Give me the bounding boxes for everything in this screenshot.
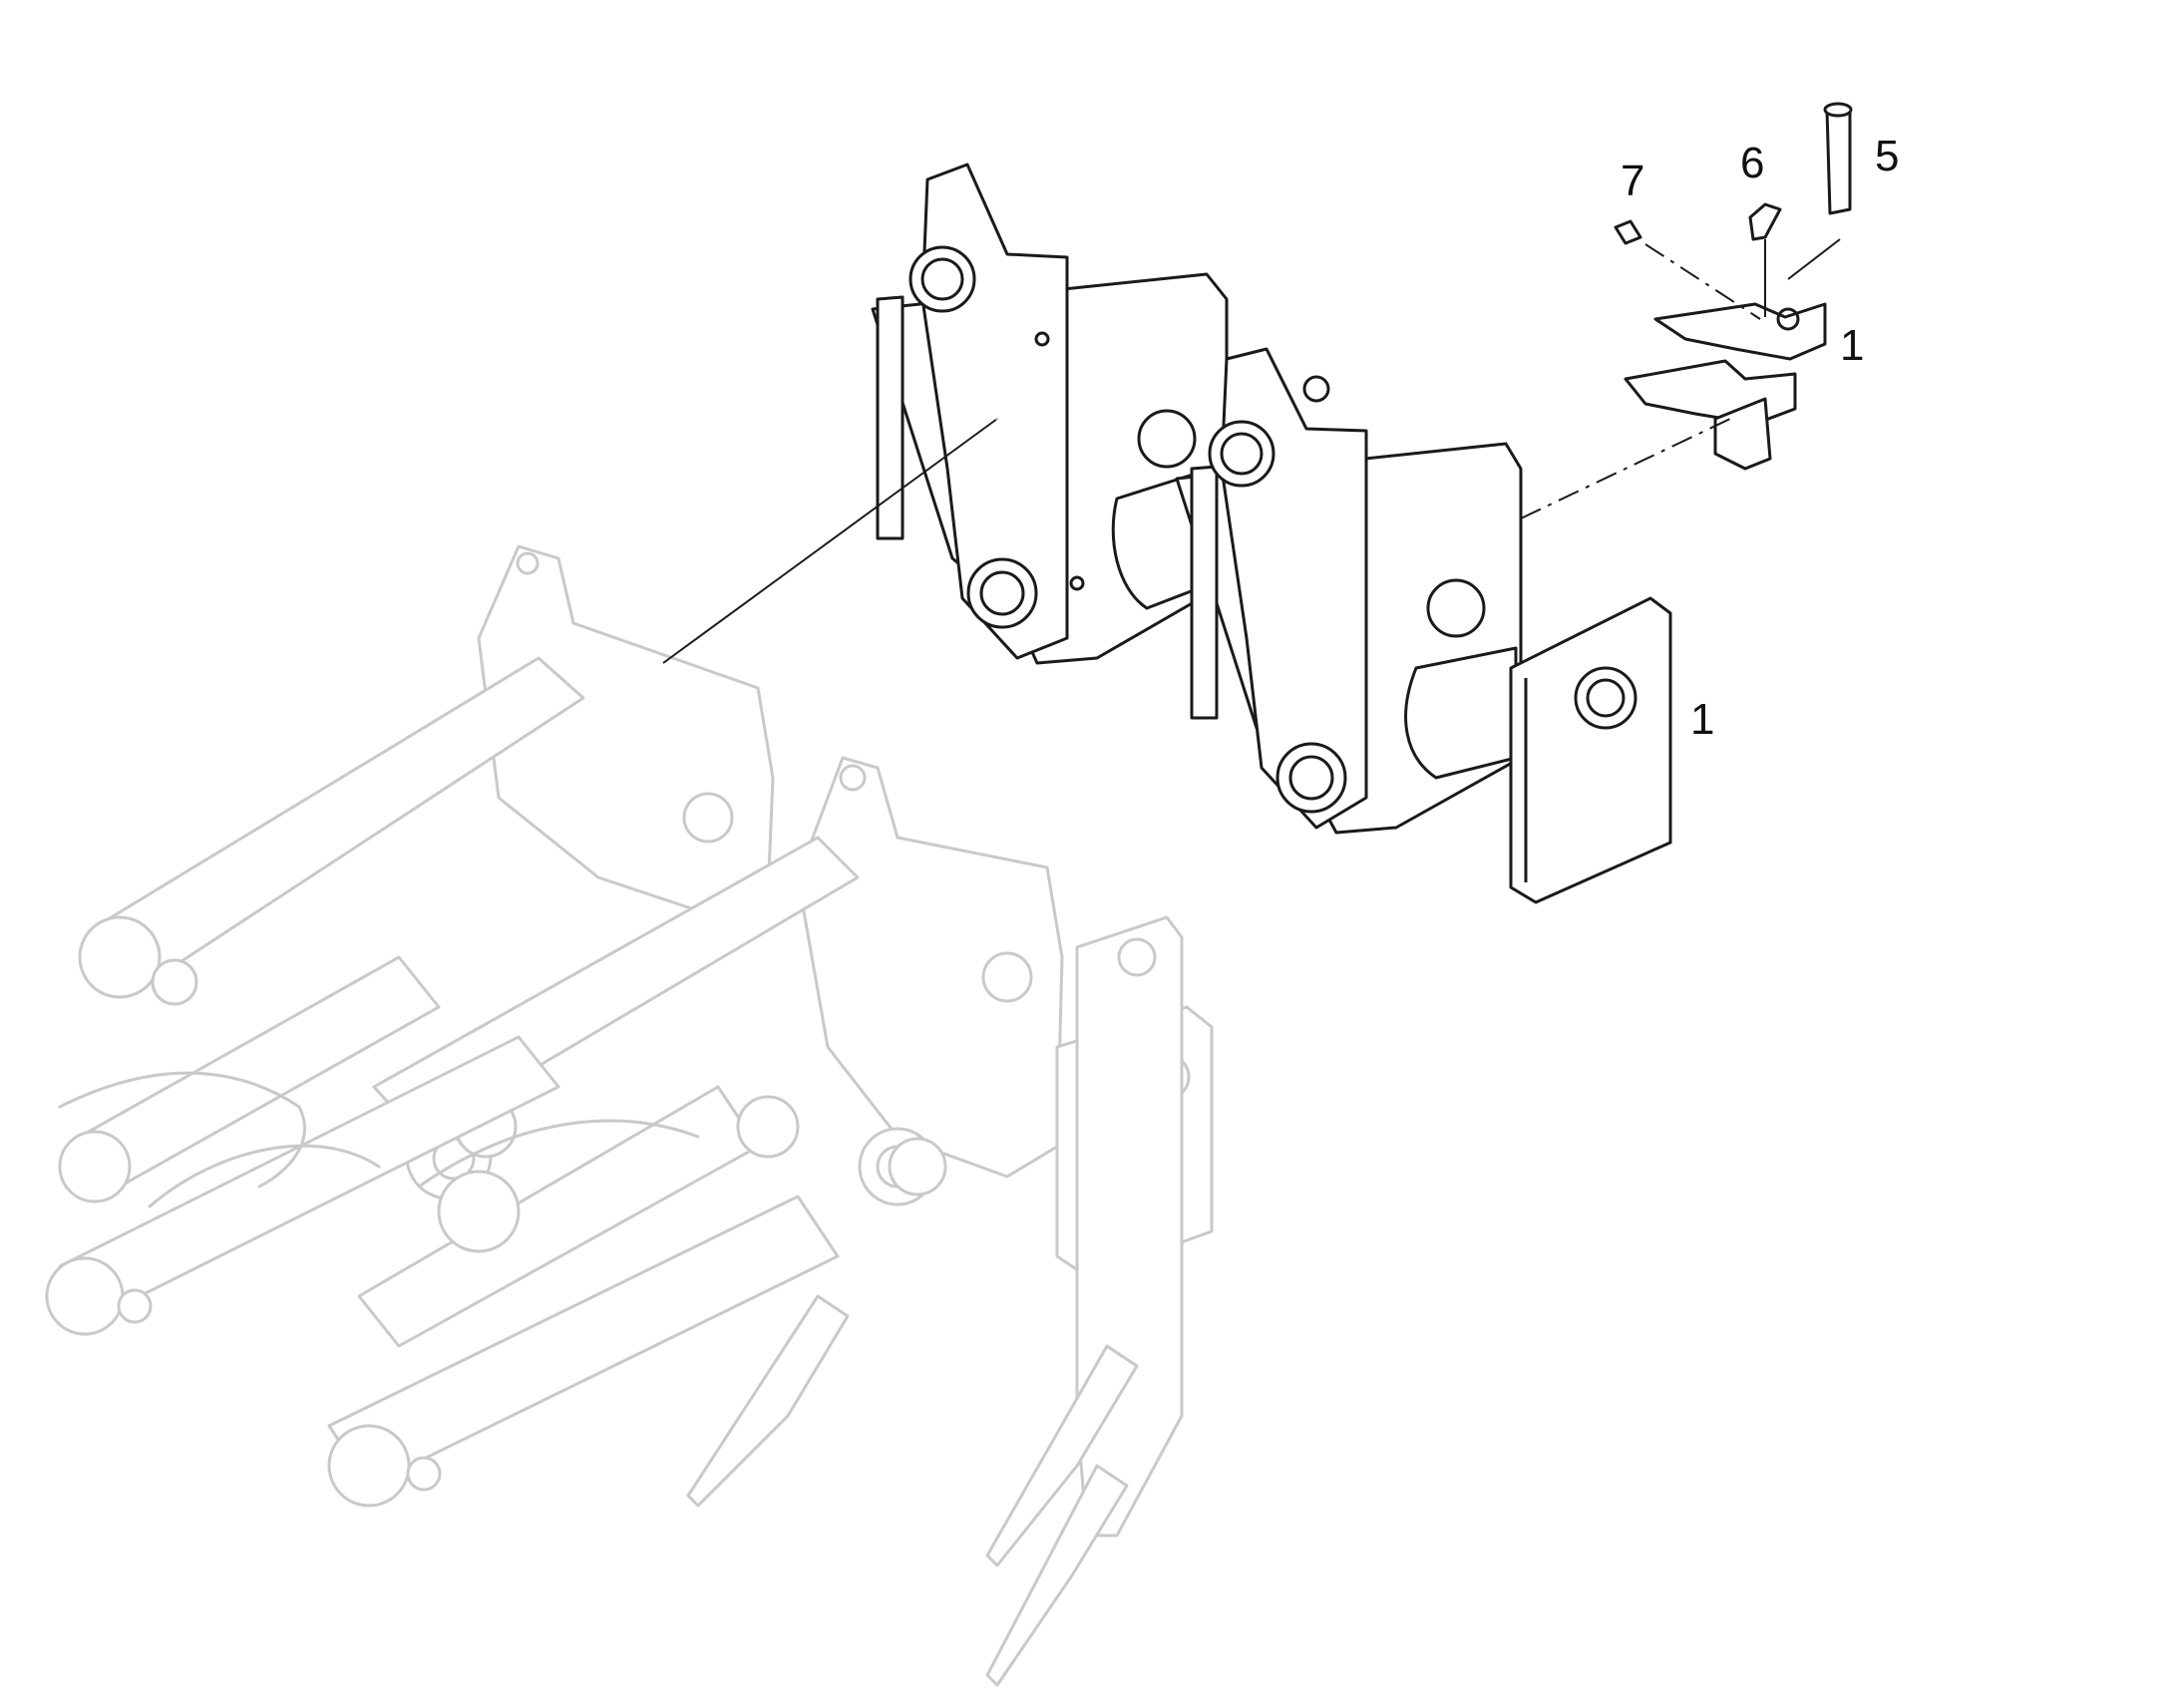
latch-bracket — [1624, 302, 1827, 471]
leader-lines — [662, 238, 1841, 664]
clip-item-6 — [1748, 202, 1782, 241]
ripper-assembly-ghost — [45, 544, 1214, 1687]
roll-pin-item-7 — [1614, 219, 1642, 245]
callout-item-6: 6 — [1740, 139, 1765, 187]
pin-item-5 — [1823, 102, 1853, 215]
callout-item-1-lower: 1 — [1690, 695, 1715, 744]
callout-item-1-upper: 1 — [1840, 321, 1865, 370]
mounting-bracket-front — [1175, 347, 1672, 904]
callout-item-7: 7 — [1621, 157, 1645, 205]
mounting-bracket-rear — [871, 163, 1229, 665]
callout-item-5: 5 — [1875, 132, 1900, 180]
